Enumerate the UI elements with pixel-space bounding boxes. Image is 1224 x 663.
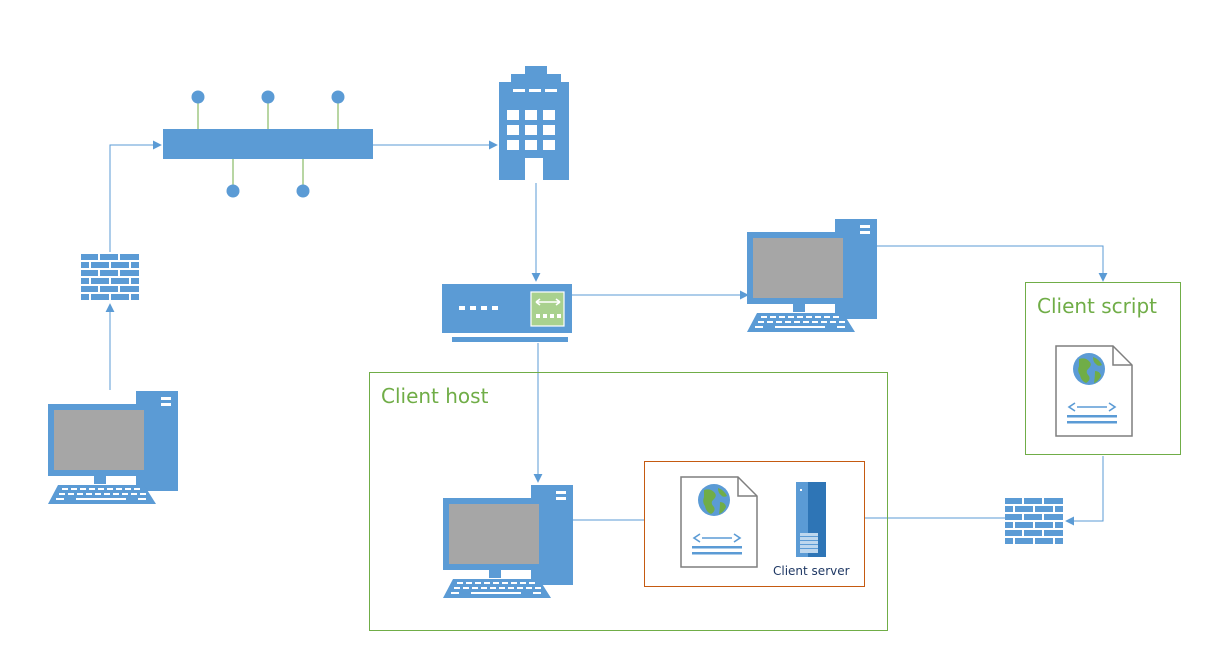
firewall-icon — [1005, 498, 1063, 544]
client-host-group: Client host — [369, 372, 888, 631]
edge-firewall-to-bus — [109, 140, 162, 252]
desktop-computer-icon — [48, 391, 178, 504]
edge-client-script-to-firewall — [1065, 456, 1104, 526]
client-script-group: Client script — [1025, 282, 1181, 455]
client-server-label: Client server — [773, 564, 850, 578]
web-page-document-icon — [680, 476, 758, 568]
desktop-computer-icon — [747, 219, 877, 332]
server-tower-icon — [796, 482, 826, 557]
web-page-document-icon — [1055, 345, 1133, 437]
client-host-frame — [369, 372, 888, 631]
firewall-icon — [81, 254, 139, 300]
office-building-icon — [499, 66, 569, 180]
client-host-label: Client host — [381, 384, 489, 408]
desktop-computer-icon — [443, 485, 573, 598]
network-switch-icon — [442, 284, 572, 342]
connectors — [105, 140, 1108, 526]
client-script-label: Client script — [1037, 294, 1157, 318]
network-bus-icon — [163, 90, 373, 198]
edge-top-pc-to-client-script — [876, 245, 1108, 282]
client-server-container: Client server — [644, 461, 865, 587]
